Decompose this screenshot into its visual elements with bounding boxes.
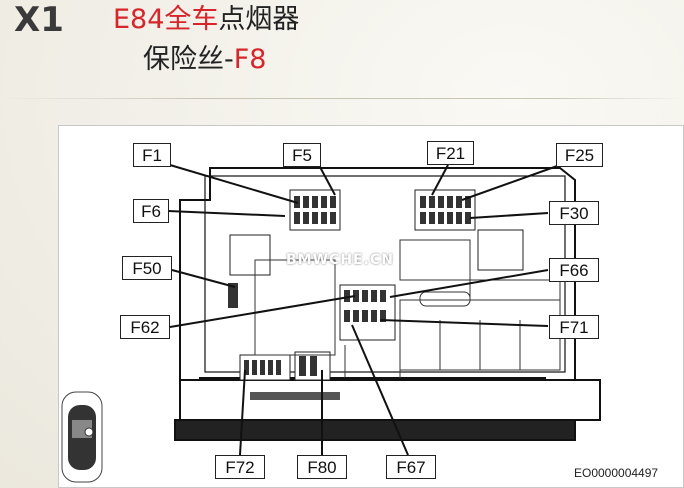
- fuse-label-f1: F1: [133, 143, 171, 167]
- watermark: BMWCHE.CN: [286, 252, 394, 268]
- title-model: E84全车: [113, 4, 219, 35]
- fuse-label-f72: F72: [215, 455, 265, 479]
- title-divider: [0, 98, 684, 99]
- title-fuse-id: F8: [233, 44, 267, 75]
- fuse-label-f21: F21: [427, 141, 474, 165]
- fuse-label-f67: F67: [386, 455, 436, 479]
- fuse-label-f6: F6: [133, 199, 169, 223]
- fuse-label-f66: F66: [549, 258, 599, 282]
- fuse-label-f25: F25: [556, 143, 603, 167]
- fuse-label-f62: F62: [120, 315, 170, 339]
- title-component: 点烟器: [218, 4, 300, 35]
- fuse-label-f50: F50: [122, 256, 172, 280]
- slide-title-line-1: E84全车点烟器: [113, 4, 299, 36]
- document-code: EO0000004497: [574, 466, 659, 480]
- fuse-label-f30: F30: [549, 201, 599, 225]
- slide-title-line-2: 保险丝-F8: [143, 44, 266, 76]
- title-fuse-word: 保险丝-: [143, 44, 234, 75]
- slide-label: X1: [14, 0, 64, 40]
- fuse-label-f80: F80: [297, 455, 347, 479]
- fuse-label-f71: F71: [549, 315, 599, 339]
- fuse-label-f5: F5: [283, 143, 321, 167]
